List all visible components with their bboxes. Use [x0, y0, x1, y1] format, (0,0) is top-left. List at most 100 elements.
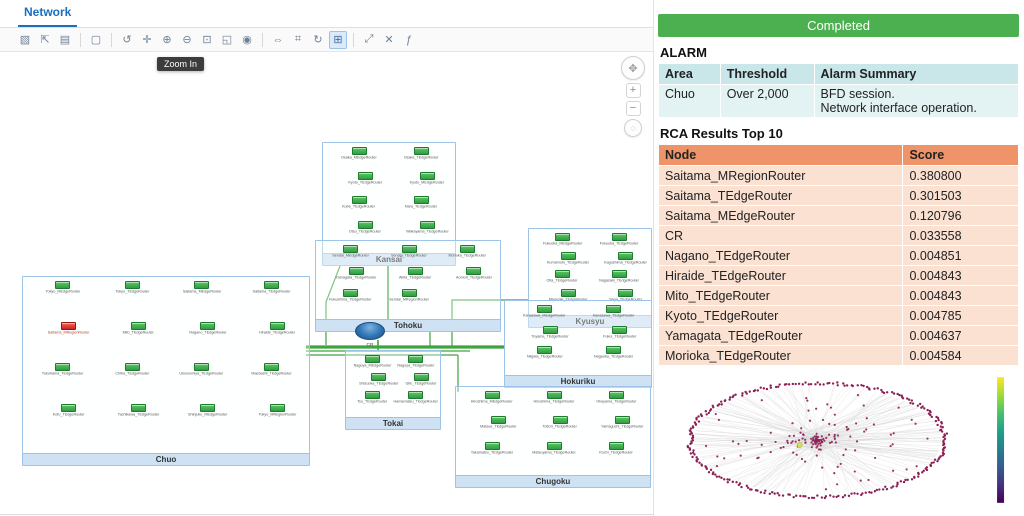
- router-node[interactable]: Toyama_TEdgeRouter: [524, 325, 578, 341]
- pan-control[interactable]: ✥: [621, 56, 645, 80]
- router-node[interactable]: Kumamoto_TEdgeRouter: [542, 251, 596, 267]
- router-node[interactable]: Morioka_TEdgeRouter: [441, 245, 495, 260]
- router-node[interactable]: Hiraide_TEdgeRouter: [250, 322, 304, 337]
- router-node[interactable]: Fukushima_TEdgeRouter: [323, 289, 377, 304]
- router-node[interactable]: Kanazawa_TEdgeRouter: [587, 305, 641, 320]
- auto-layout-icon[interactable]: ⌗: [294, 33, 302, 45]
- new-diagram-icon[interactable]: ▧: [19, 34, 31, 46]
- router-node[interactable]: Kobe_TEdgeRouter: [332, 196, 386, 211]
- router-node[interactable]: Saitama_MEdgeRouter: [175, 281, 229, 296]
- router-node[interactable]: Kyoto_TEdgeRouter: [338, 171, 392, 187]
- router-node[interactable]: Otsu_TEdgeRouter: [338, 220, 392, 236]
- router-node[interactable]: Osaka_MEdgeRouter: [332, 147, 386, 162]
- fit-view-control[interactable]: ◌: [624, 119, 642, 137]
- router-node[interactable]: Mito_TEdgeRouter: [111, 322, 165, 337]
- tab-network[interactable]: Network: [18, 1, 78, 27]
- router-node[interactable]: Kagoshima_TEdgeRouter: [599, 251, 653, 267]
- router-node[interactable]: Saitama_TEdgeRouter: [244, 281, 298, 296]
- fullscreen-icon[interactable]: ⤢: [364, 33, 374, 45]
- router-node[interactable]: Shizuoka_TEdgeRouter: [352, 373, 406, 388]
- zoom-out-control[interactable]: −: [625, 101, 641, 116]
- router-node[interactable]: Nagaoka_TEdgeRouter: [587, 346, 641, 361]
- router-node[interactable]: Kyoto_MEdgeRouter: [400, 171, 454, 187]
- router-node[interactable]: Nagoya_TEdgeRouter: [389, 355, 443, 370]
- router-node[interactable]: Tokyo_TEdgeRouter: [105, 281, 159, 296]
- undo-icon[interactable]: ↺: [122, 34, 132, 46]
- close-view-icon[interactable]: ✕: [384, 34, 394, 46]
- formula-icon[interactable]: ƒ: [405, 33, 413, 46]
- router-node[interactable]: Matsuyama_TEdgeRouter: [527, 441, 581, 457]
- import-icon[interactable]: ⇱: [40, 34, 50, 46]
- router-node[interactable]: Matsue_TEdgeRouter: [471, 416, 525, 431]
- router-node[interactable]: Hamamatsu_TEdgeRouter: [389, 391, 443, 406]
- router-node[interactable]: Kofu_TEdgeRouter: [42, 404, 96, 419]
- router-node[interactable]: Osaka_TEdgeRouter: [394, 147, 448, 162]
- router-node[interactable]: Okayama_TEdgeRouter: [589, 391, 643, 406]
- router-node[interactable]: Niigata_TEdgeRouter: [518, 346, 572, 361]
- router-node[interactable]: Tachikawa_TEdgeRouter: [111, 404, 165, 419]
- core-router[interactable]: CR: [355, 322, 385, 347]
- router-node[interactable]: Kochi_TEdgeRouter: [589, 441, 643, 457]
- router-node[interactable]: Shinjuku_MEdgeRouter: [181, 404, 235, 419]
- router-node[interactable]: Takamatsu_TEdgeRouter: [465, 441, 519, 457]
- zoom-fit-icon[interactable]: ◱: [221, 34, 233, 46]
- router-node[interactable]: Yamaguchi_TEdgeRouter: [595, 416, 649, 431]
- router-node[interactable]: Saga_TEdgeRouter: [599, 288, 653, 304]
- router-node[interactable]: Sendai_MEdgeRouter: [323, 245, 377, 260]
- router-node[interactable]: Tsu_TEdgeRouter: [346, 391, 400, 406]
- router-node[interactable]: Nagasaki_TEdgeRouter: [593, 270, 647, 285]
- router-node[interactable]: Yokohama_TEdgeRouter: [36, 363, 90, 378]
- router-node[interactable]: Aomori_TEdgeRouter: [447, 267, 501, 282]
- router-node[interactable]: Utsunomiya_TEdgeRouter: [175, 363, 229, 378]
- grid-toggle-icon[interactable]: ⊞: [329, 30, 347, 49]
- router-node[interactable]: Kanazawa_MEdgeRouter: [518, 305, 572, 320]
- zoom-box-icon[interactable]: ⊡: [202, 34, 212, 46]
- print-icon[interactable]: ▤: [59, 34, 71, 46]
- router-node[interactable]: Chiba_TEdgeRouter: [105, 363, 159, 378]
- router-node[interactable]: Tokyo_MEdgeRouter: [36, 281, 90, 296]
- router-node[interactable]: Fukui_TEdgeRouter: [593, 325, 647, 341]
- zoom-in-icon[interactable]: ⊕: [162, 34, 172, 46]
- router-node[interactable]: Gifu_TEdgeRouter: [395, 373, 449, 388]
- router-node[interactable]: Nagoya_MEdgeRouter: [346, 355, 400, 370]
- router-node[interactable]: Maebashi_TEdgeRouter: [244, 363, 298, 378]
- zoom-out-icon[interactable]: ⊖: [182, 34, 192, 46]
- router-node[interactable]: Akita_TEdgeRouter: [388, 267, 442, 282]
- fit-width-icon[interactable]: ⇔: [272, 33, 284, 46]
- router-node[interactable]: Fukuoka_TEdgeRouter: [593, 233, 647, 248]
- router-node[interactable]: Hiroshima_MEdgeRouter: [465, 391, 519, 406]
- router-node[interactable]: Tottori_TEdgeRouter: [533, 416, 587, 431]
- router-node[interactable]: Tokyo_MRegionRouter: [250, 404, 304, 419]
- router-node[interactable]: Fukuoka_MEdgeRouter: [536, 233, 590, 248]
- router-node[interactable]: Sendai_TEdgeRouter: [382, 245, 436, 260]
- zoom-100-icon[interactable]: ◉: [242, 34, 252, 46]
- zoom-in-control[interactable]: +: [625, 83, 641, 98]
- pan-tool-icon[interactable]: ✛: [142, 34, 152, 46]
- router-node[interactable]: Yamagata_TEdgeRouter: [329, 267, 383, 282]
- router-node[interactable]: Oita_TEdgeRouter: [536, 270, 590, 285]
- router-node[interactable]: Miyazaki_TEdgeRouter: [542, 288, 596, 304]
- rotate-icon[interactable]: ↻: [313, 34, 323, 46]
- router-node[interactable]: Hiroshima_TEdgeRouter: [527, 391, 581, 406]
- router-node[interactable]: Nara_TEdgeRouter: [394, 196, 448, 211]
- router-node[interactable]: Saitama_MRegionRouter: [42, 322, 96, 337]
- select-tool-icon[interactable]: ▢: [90, 34, 102, 46]
- router-node[interactable]: Sendai_MRegionRouter: [382, 289, 436, 304]
